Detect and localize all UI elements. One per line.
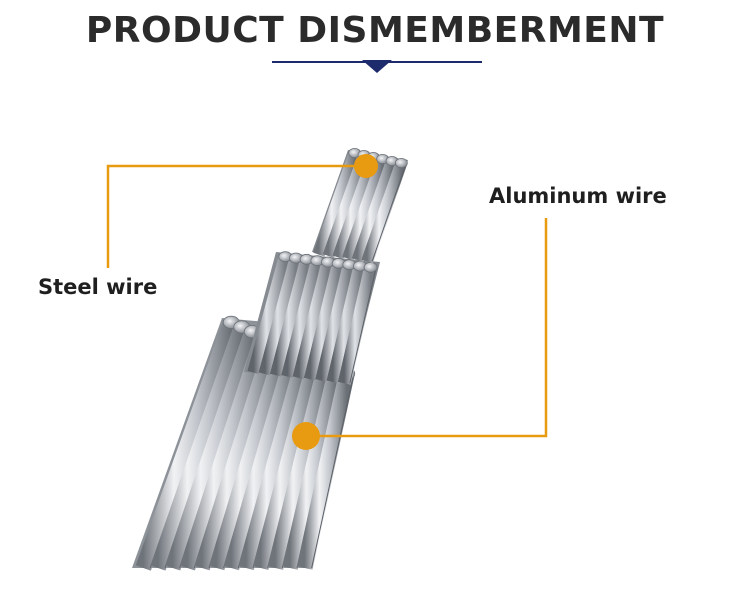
wire-strand-edge xyxy=(349,267,377,384)
wire-strand xyxy=(238,352,313,571)
wire-strand xyxy=(179,333,271,571)
wire-strand xyxy=(150,324,250,571)
middle-aluminum-layer xyxy=(244,251,380,385)
wire-strand xyxy=(304,261,345,381)
chevron-down-icon xyxy=(362,60,392,73)
page-title: PRODUCT DISMEMBERMENT xyxy=(85,10,665,51)
steel-wire-marker xyxy=(354,154,378,178)
wire-strand xyxy=(361,161,408,264)
steel-wire-label: Steel wire xyxy=(38,275,158,299)
wire-strand xyxy=(313,151,361,257)
wire-strand xyxy=(209,343,292,571)
wire-strand xyxy=(296,371,355,570)
wire-strand xyxy=(223,348,302,571)
aluminum-wire-label: Aluminum wire xyxy=(489,184,667,208)
aluminum-wire-callout xyxy=(292,218,548,450)
title-divider xyxy=(272,60,482,73)
wire-strand-edge xyxy=(311,373,355,569)
wire-strand xyxy=(194,338,281,571)
wire-strand xyxy=(337,265,378,385)
wire-strand xyxy=(351,159,398,262)
wire-strand xyxy=(258,256,303,376)
wire-strand xyxy=(267,362,334,570)
wire-strand-end xyxy=(363,261,378,273)
aluminum-wire-marker xyxy=(292,422,320,450)
wire-strand xyxy=(292,260,335,380)
wire-strand xyxy=(326,264,367,384)
outer-aluminum-layer xyxy=(132,315,356,571)
wire-strand xyxy=(165,329,260,571)
steel-wire-callout xyxy=(106,154,378,268)
wire-strand-end xyxy=(394,157,408,169)
wire-strand xyxy=(281,259,324,379)
wire-strand xyxy=(270,257,313,377)
wire-strand xyxy=(282,367,345,570)
wire-strand xyxy=(135,319,239,571)
wire-strand xyxy=(342,157,389,261)
wire-strand xyxy=(315,263,356,383)
wire-strand xyxy=(252,357,323,571)
wire-strand-edge xyxy=(371,162,407,262)
wire-strand xyxy=(247,254,292,375)
